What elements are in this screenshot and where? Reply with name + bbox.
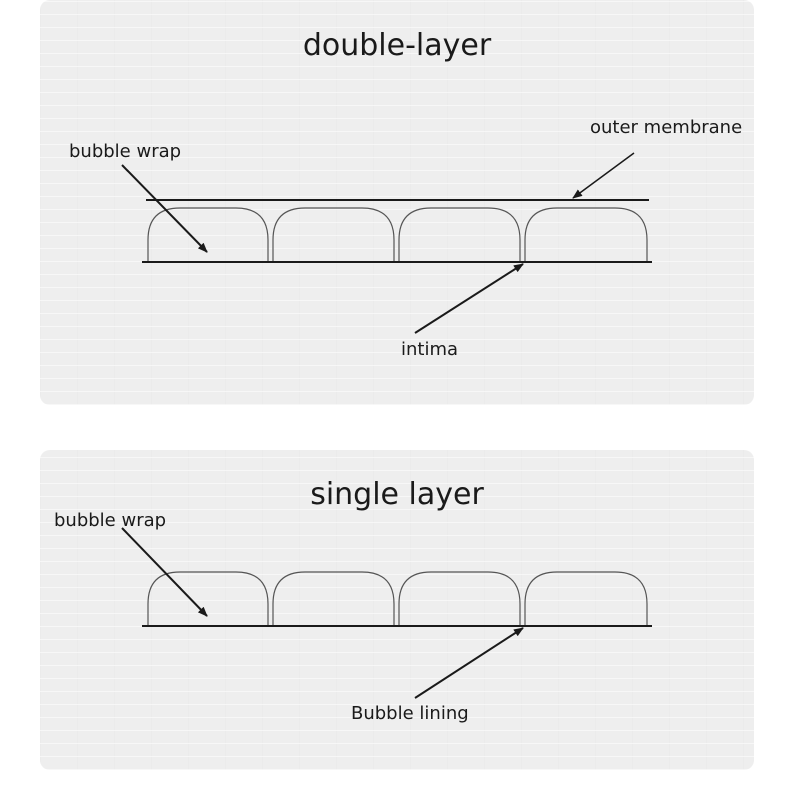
single-layer-diagram [121,527,652,699]
bubble-lining-label: Bubble lining [351,703,469,724]
bubble [147,207,269,262]
intima-label: intima [401,339,459,360]
bubble-wrap-label: bubble wrap [69,141,182,162]
bubble [398,571,521,626]
intima-arrow [414,263,524,334]
bubble [398,207,521,262]
double-layer-diagram [121,152,652,334]
bubble-lining-arrow [414,627,524,699]
bubble [524,207,648,262]
bubble [272,207,395,262]
single-layer-title: single layer [310,477,484,512]
bubble [524,571,648,626]
bubble [147,571,269,626]
single-layer-panel: single layer bubble wrap Bubble lining [40,450,754,770]
bubble-wrap-arrow [121,164,208,253]
bubble-wrap-arrow [121,527,208,617]
bubble-wrap-label: bubble wrap [54,510,167,531]
double-layer-panel: double-layer bubble wrap outer membrane … [40,0,754,405]
outer-membrane-label: outer membrane [590,117,743,138]
outer-membrane-arrow [572,152,635,199]
bubble-row-single [147,571,648,626]
bubble-row-double [147,207,648,262]
double-layer-title: double-layer [302,28,492,63]
bubble [272,571,395,626]
